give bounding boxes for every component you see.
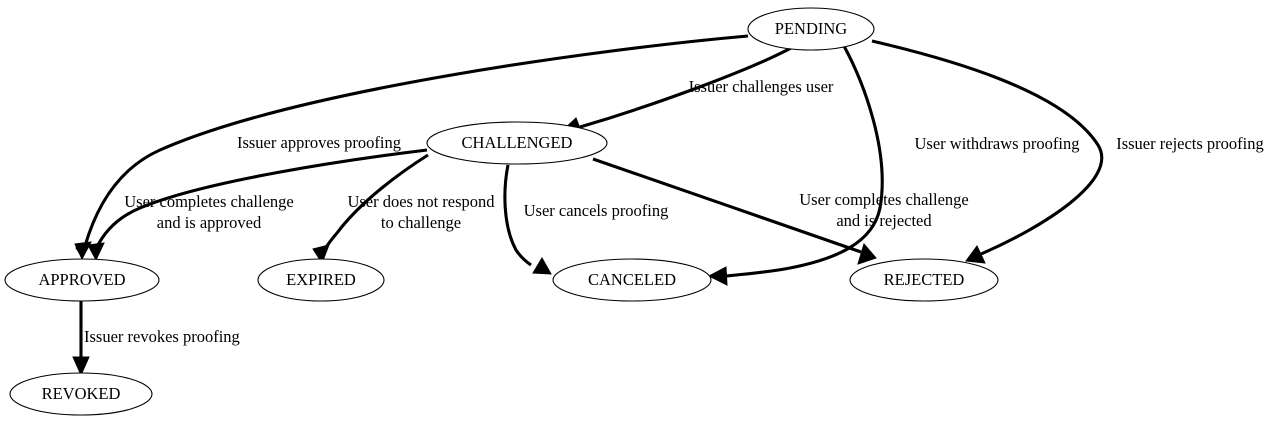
edge-path [725,45,884,278]
edge-path [94,148,428,250]
state-node-rejected[interactable]: REJECTED [849,258,999,302]
edge-challenged-to-expired[interactable]: User does not respond to challenge [312,153,495,265]
node-shape [426,121,608,165]
edge-label-challenged-to-canceled: User cancels proofing [524,201,669,220]
edge-label-pending-to-challenged: Issuer challenges user [689,77,834,96]
node-shape [257,258,385,302]
arrowhead-shape [74,241,92,261]
node-label: PENDING [775,19,847,38]
edge-label-challenged-to-expired-line2: to challenge [381,213,461,232]
arrowhead-shape [707,266,728,286]
arrowhead-shape [857,242,877,265]
edge-label-challenged-to-rejected-line1: User completes challenge [799,190,969,209]
arrowhead-shape [312,244,330,265]
edge-label-pending-to-approved: Issuer approves proofing [237,133,401,152]
arrowhead-shape [965,245,986,264]
edge-label-challenged-to-rejected-line2: and is rejected [836,211,932,230]
state-node-approved[interactable]: APPROVED [4,258,160,302]
state-node-challenged[interactable]: CHALLENGED [426,121,608,165]
edge-challenged-to-canceled[interactable]: User cancels proofing [503,164,669,275]
arrowhead-shape [72,356,90,377]
edge-pending-to-approved[interactable]: Issuer approves proofing [74,34,749,261]
edge-pending-to-canceled[interactable]: User withdraws proofing [707,45,1080,286]
edge-label-challenged-to-approved-line2: and is approved [157,213,262,232]
edge-label-approved-to-revoked: Issuer revokes proofing [84,327,240,346]
state-node-canceled[interactable]: CANCELED [552,258,712,302]
state-node-expired[interactable]: EXPIRED [257,258,385,302]
node-label: EXPIRED [286,270,356,289]
node-label: CANCELED [588,270,676,289]
state-node-revoked[interactable]: REVOKED [9,372,153,416]
edge-path [592,157,862,254]
edge-approved-to-revoked[interactable]: Issuer revokes proofing [72,301,240,377]
edge-label-pending-to-canceled: User withdraws proofing [915,134,1080,153]
node-label: CHALLENGED [462,133,573,152]
node-shape [849,258,999,302]
edge-challenged-to-rejected[interactable]: User completes challenge and is rejected [592,157,969,265]
edge-label-challenged-to-approved-line1: User completes challenge [124,192,294,211]
node-shape [747,7,875,51]
edge-path [503,164,532,267]
node-label: REVOKED [42,384,121,403]
edge-path [83,34,749,247]
state-node-pending[interactable]: PENDING [747,7,875,51]
node-label: APPROVED [38,270,125,289]
node-label: REJECTED [884,270,965,289]
node-shape [4,258,160,302]
edge-pending-to-challenged[interactable]: Issuer challenges user [558,45,834,137]
edge-path [871,39,1104,256]
arrowhead-shape [532,257,552,275]
edge-pending-to-rejected[interactable]: Issuer rejects proofing [871,39,1264,264]
arrowhead-shape [87,242,105,262]
edge-label-pending-to-rejected: Issuer rejects proofing [1116,134,1264,153]
node-shape [552,258,712,302]
edge-path [579,45,794,129]
node-shape [9,372,153,416]
edge-label-challenged-to-expired-line1: User does not respond [347,192,495,211]
edge-challenged-to-approved[interactable]: User completes challenge and is approved [87,148,428,262]
